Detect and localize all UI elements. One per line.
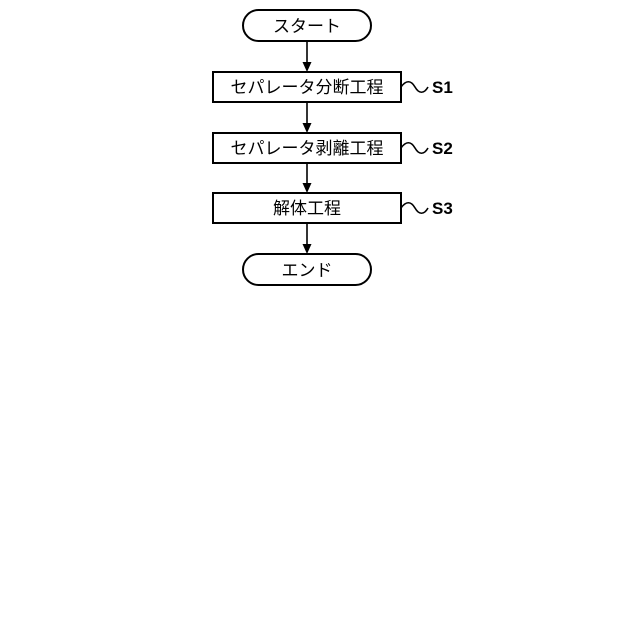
- leader-line-s3: [401, 203, 428, 214]
- leader-line-s2: [401, 143, 428, 154]
- process-step-s3: 解体工程: [213, 193, 401, 223]
- process-text-s2: セパレータ剥離工程: [231, 139, 384, 159]
- step-label-s1: S1: [401, 78, 453, 97]
- arrow-s1-to-s2: [303, 102, 312, 133]
- step-label-text-s3: S3: [432, 199, 453, 218]
- end-terminal-label: エンド: [282, 261, 333, 281]
- process-text-s1: セパレータ分断工程: [231, 78, 384, 98]
- step-label-s3: S3: [401, 199, 453, 218]
- arrow-start-to-s1: [303, 41, 312, 72]
- step-label-text-s2: S2: [432, 139, 453, 158]
- step-label-s2: S2: [401, 139, 453, 158]
- end-terminal: エンド: [243, 254, 371, 285]
- arrow-s3-to-end: [303, 223, 312, 254]
- arrow-s2-to-s3: [303, 163, 312, 193]
- leader-line-s1: [401, 82, 428, 93]
- process-step-s1: セパレータ分断工程: [213, 72, 401, 102]
- process-step-s2: セパレータ剥離工程: [213, 133, 401, 163]
- start-terminal-label: スタート: [273, 17, 341, 37]
- step-label-text-s1: S1: [432, 78, 453, 97]
- process-text-s3: 解体工程: [273, 199, 341, 219]
- start-terminal: スタート: [243, 10, 371, 41]
